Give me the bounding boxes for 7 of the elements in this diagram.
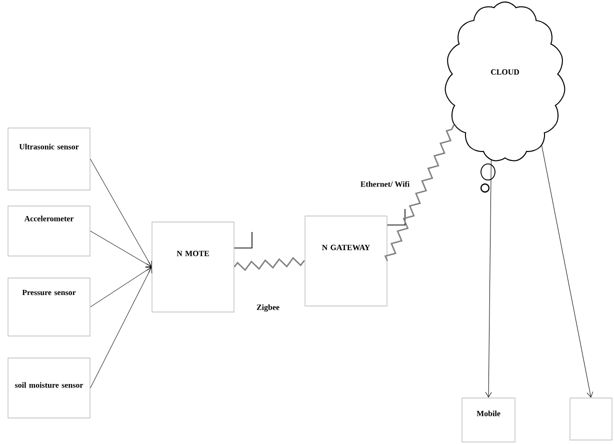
arrow — [90, 267, 152, 388]
arrow — [90, 230, 152, 268]
arrow — [485, 160, 492, 398]
arrow — [542, 145, 594, 398]
arrow — [90, 158, 152, 267]
arrow — [90, 267, 152, 308]
device-box — [570, 398, 612, 440]
